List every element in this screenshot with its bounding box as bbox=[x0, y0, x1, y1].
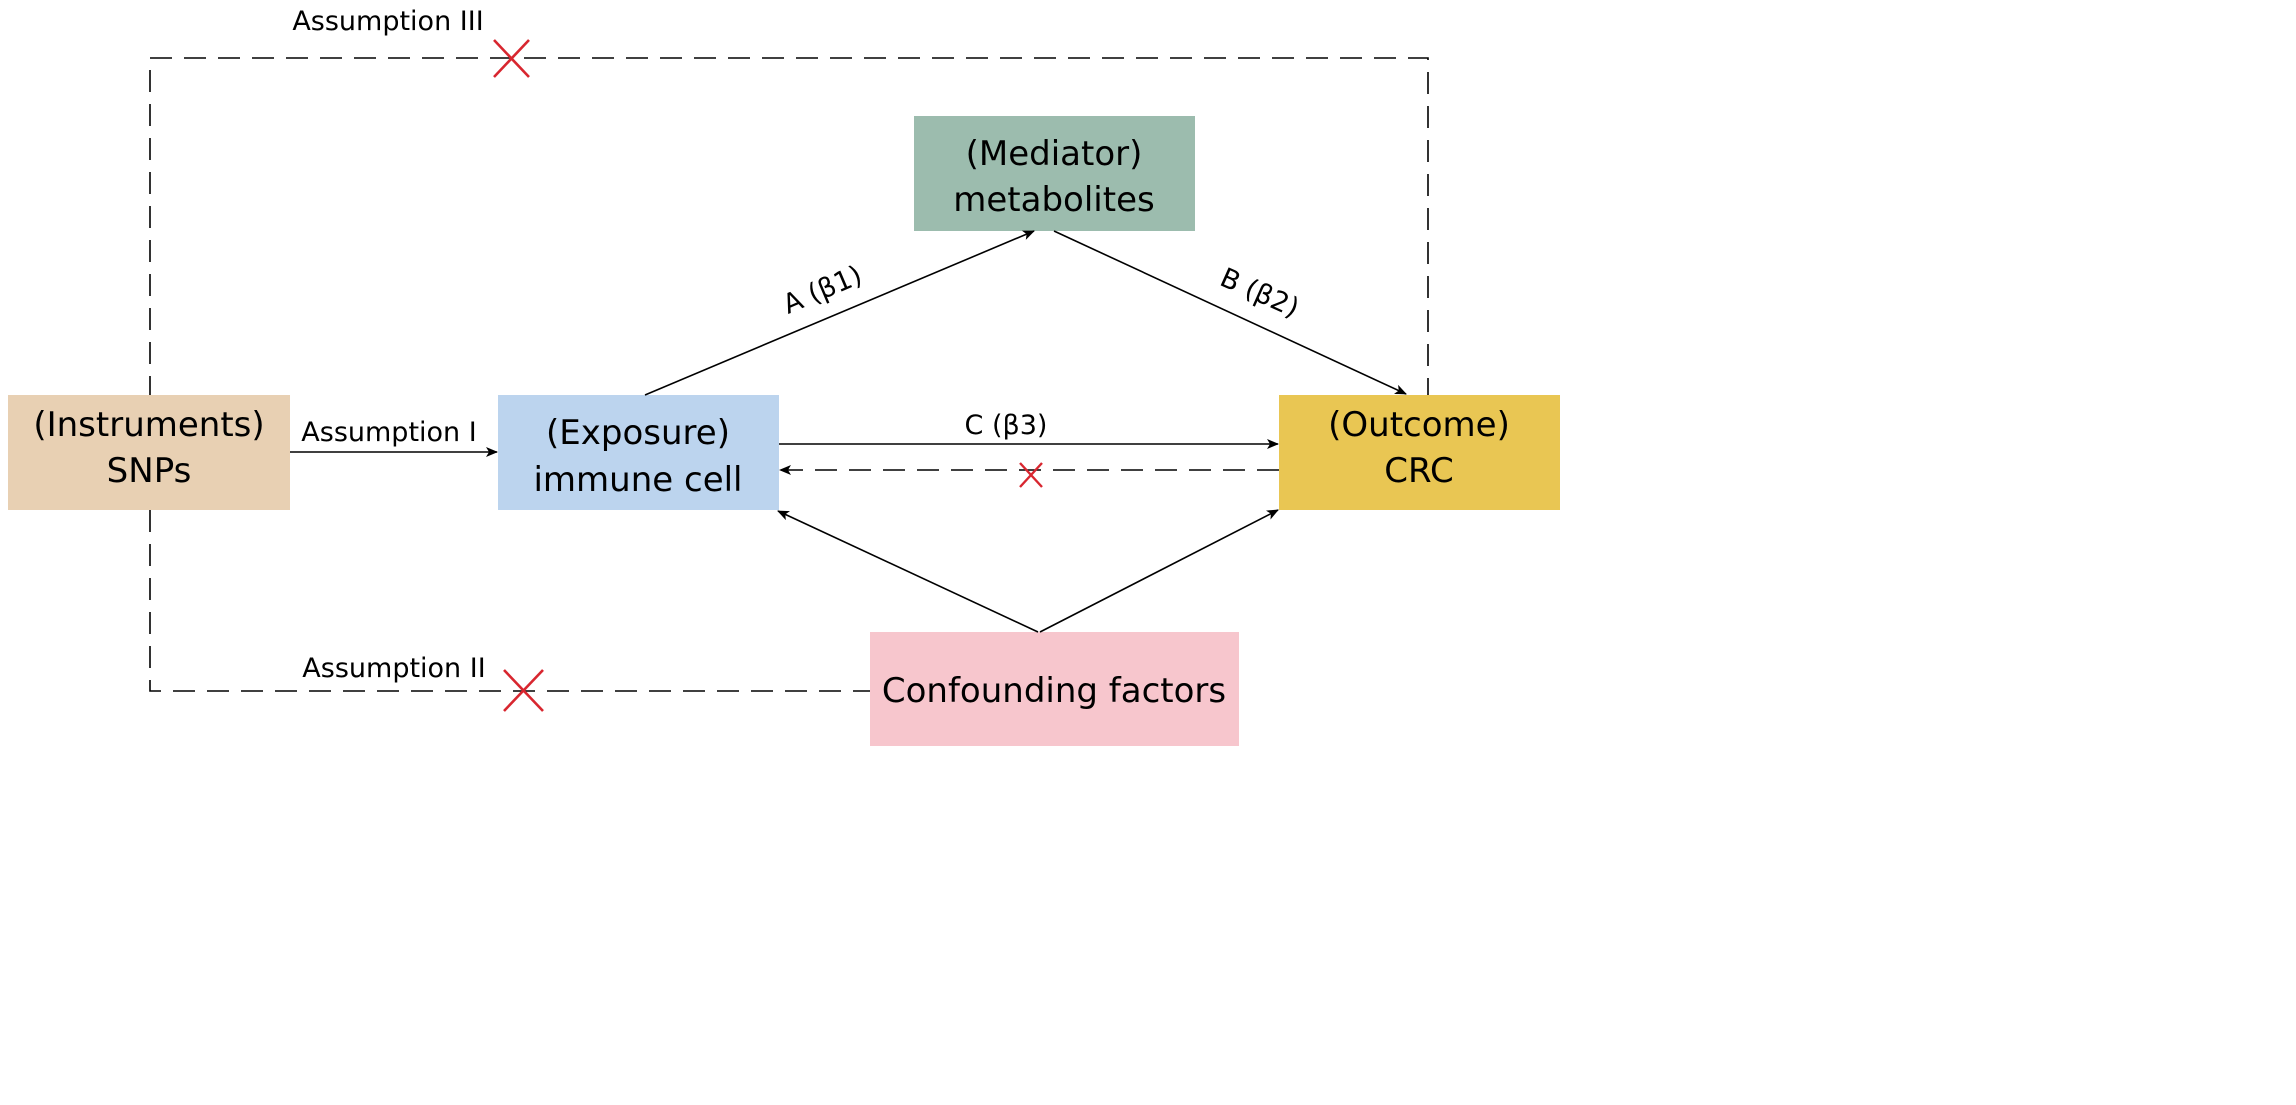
mediator-label: (Mediator) bbox=[966, 134, 1143, 174]
exposure-node: (Exposure) immune cell bbox=[498, 395, 779, 510]
outcome-node: (Outcome) CRC bbox=[1279, 395, 1560, 510]
cross-assumption-two-icon bbox=[503, 669, 544, 712]
mediator-to-outcome-arrow bbox=[1053, 230, 1407, 395]
mediation-mr-diagram: (Instruments) SNPs (Exposure) immune cel… bbox=[8, 6, 1560, 746]
assumption-one-label: Assumption I bbox=[301, 417, 476, 448]
exposure-sublabel: immune cell bbox=[533, 460, 742, 500]
cross-assumption-three-icon bbox=[493, 39, 530, 78]
instruments-node: (Instruments) SNPs bbox=[8, 395, 290, 510]
exposure-to-mediator-arrow bbox=[644, 230, 1035, 396]
mediator-node: (Mediator) metabolites bbox=[914, 116, 1195, 231]
outcome-box bbox=[1279, 395, 1560, 510]
assumption-three-dashed-path bbox=[149, 57, 1429, 398]
outcome-sublabel: CRC bbox=[1384, 451, 1453, 491]
exposure-label: (Exposure) bbox=[546, 413, 730, 453]
confounders-to-exposure-arrow bbox=[777, 510, 1039, 633]
path-b-label: B (β2) bbox=[1215, 262, 1303, 324]
assumption-two-dashed-path bbox=[149, 510, 870, 692]
path-a-label: A (β1) bbox=[779, 260, 867, 321]
instruments-box bbox=[8, 395, 290, 510]
confounders-to-outcome-arrow bbox=[1039, 509, 1279, 633]
assumption-three-label: Assumption III bbox=[292, 6, 483, 37]
assumption-two-label: Assumption II bbox=[302, 653, 485, 684]
mediator-sublabel: metabolites bbox=[953, 180, 1154, 220]
confounders-box bbox=[870, 632, 1239, 746]
exposure-box bbox=[498, 395, 779, 510]
cross-reverse-causation-icon bbox=[1019, 462, 1043, 488]
instruments-label: (Instruments) bbox=[33, 405, 264, 445]
outcome-label: (Outcome) bbox=[1328, 405, 1510, 445]
instruments-sublabel: SNPs bbox=[107, 451, 192, 491]
confounders-label: Confounding factors bbox=[882, 671, 1226, 711]
mediator-box bbox=[914, 116, 1195, 231]
confounders-node: Confounding factors bbox=[870, 632, 1239, 746]
path-c-label: C (β3) bbox=[965, 410, 1048, 441]
